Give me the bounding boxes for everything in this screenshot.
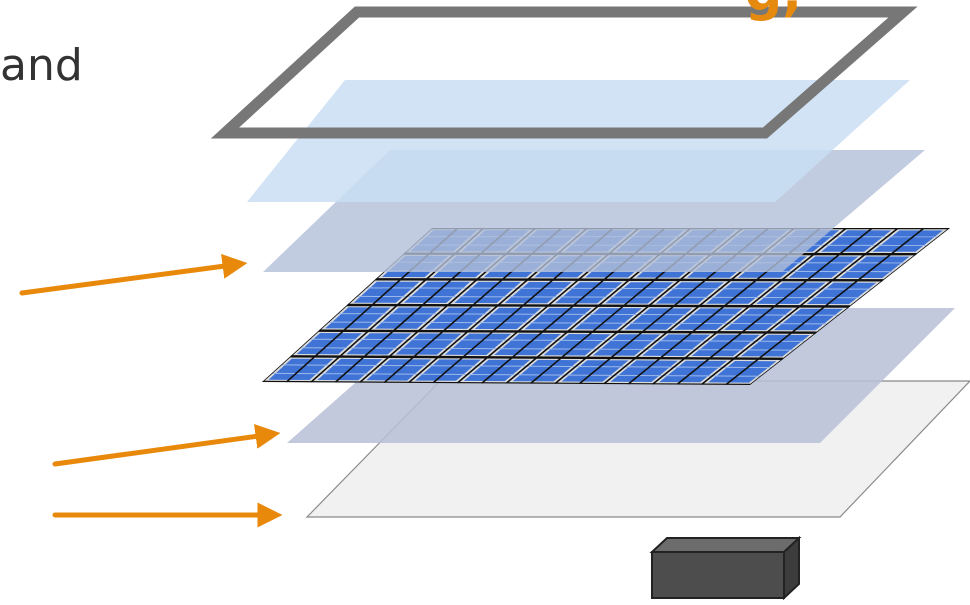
arrow-encapsulant-bottom [55, 434, 273, 464]
ribbon [375, 279, 883, 280]
arrow-encapsulant-top [22, 264, 240, 293]
heading-fragment: g, [745, 0, 802, 23]
ribbon [347, 305, 850, 307]
junction-box [652, 538, 799, 598]
body-text-fragment: and [0, 40, 83, 91]
